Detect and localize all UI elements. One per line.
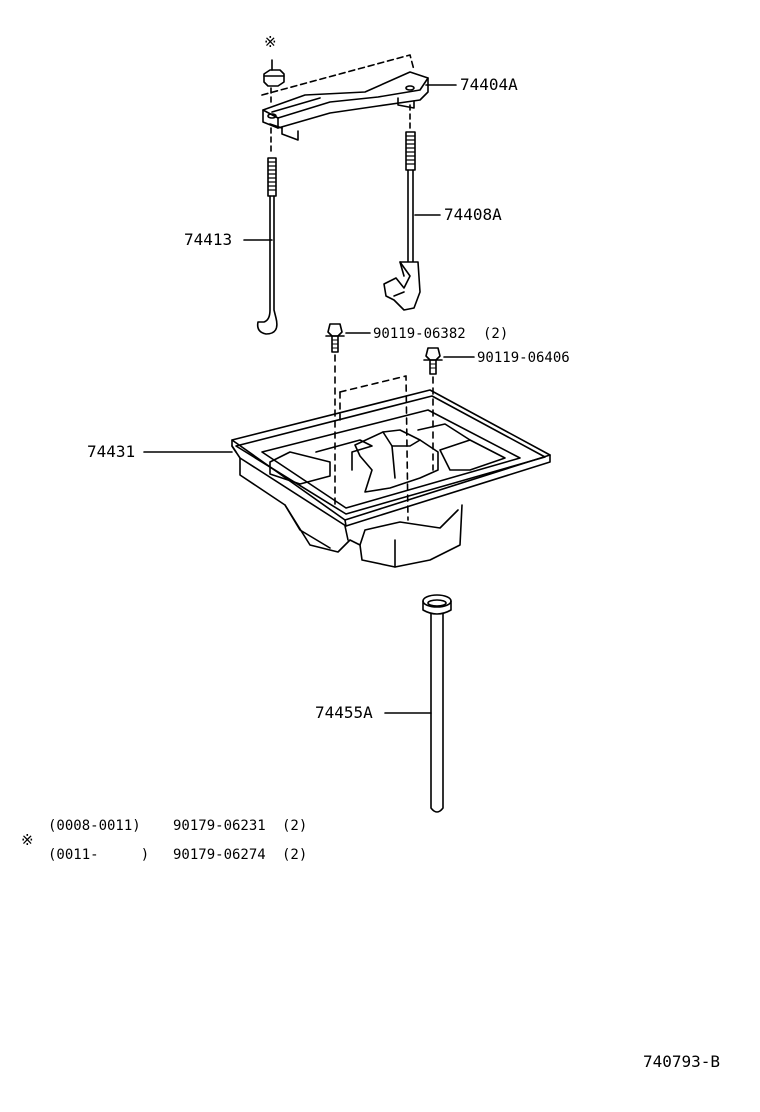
part-label-90119-06406: 90119-06406 [477, 350, 570, 366]
diagram-id: 740793-B [643, 1052, 721, 1071]
hold-down-clamp [262, 55, 428, 140]
legend-qty: (2) [282, 847, 308, 863]
clamp-bolt-left [258, 158, 277, 334]
part-label-74404A: 74404A [460, 75, 518, 94]
battery-tray [232, 390, 550, 567]
leader-lines [144, 85, 474, 713]
legend-symbol: ※ [21, 831, 34, 849]
legend-part: 90179-06274 [173, 847, 266, 863]
part-label-90119-06382: 90119-06382 [373, 326, 466, 342]
clamp-nut [264, 60, 284, 86]
part-label-74408A: 74408A [444, 205, 502, 224]
part-label-74431: 74431 [87, 442, 136, 461]
tray-support-rod [423, 595, 451, 812]
clamp-bolt-right [384, 132, 420, 310]
ghost-outline [340, 376, 408, 520]
legend-range: (0008-0011) [48, 818, 141, 834]
legend-qty: (2) [282, 818, 308, 834]
bolt-90119-06406 [424, 348, 442, 374]
part-label-74413: 74413 [184, 230, 233, 249]
legend-part: 90179-06231 [173, 818, 266, 834]
bolt-90119-06382 [326, 324, 344, 352]
part-label-74455A: 74455A [315, 703, 373, 722]
note-symbol: ※ [264, 33, 277, 51]
legend-range: (0011- ) [48, 847, 150, 863]
part-qty-90119-06382: (2) [483, 326, 509, 342]
